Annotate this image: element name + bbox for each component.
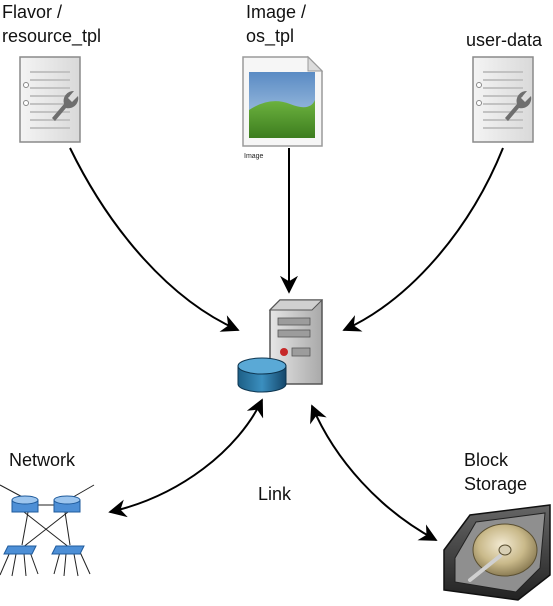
network-icon bbox=[0, 484, 95, 577]
image-caption: Image bbox=[244, 153, 264, 160]
link-network-server bbox=[108, 398, 264, 518]
image-label-line1: Image / bbox=[246, 2, 307, 22]
userdata-icon bbox=[472, 56, 534, 143]
flavor-label: Flavor / resource_tpl bbox=[2, 0, 101, 48]
userdata-label: user-data bbox=[466, 30, 543, 50]
block-storage-label-line1: Block bbox=[464, 450, 509, 470]
network-label: Network bbox=[9, 450, 76, 470]
link-server-storage bbox=[310, 404, 438, 541]
flavor-label-line2: resource_tpl bbox=[2, 26, 102, 46]
image-file-icon bbox=[242, 55, 324, 147]
arrows bbox=[69, 147, 504, 541]
flavor-icon bbox=[19, 56, 81, 143]
image-label-line2: os_tpl bbox=[246, 26, 295, 46]
database-icon bbox=[237, 357, 287, 393]
link-label: Link bbox=[258, 484, 292, 504]
arrow-userdata-to-server bbox=[342, 147, 504, 332]
block-storage-label-line2: Storage bbox=[464, 474, 528, 494]
block-storage-label: Block Storage bbox=[464, 448, 527, 496]
arrow-flavor-to-server bbox=[69, 147, 240, 332]
hard-disk-icon bbox=[443, 504, 551, 601]
image-label: Image / os_tpl bbox=[246, 0, 306, 48]
flavor-label-line1: Flavor / bbox=[2, 2, 63, 22]
